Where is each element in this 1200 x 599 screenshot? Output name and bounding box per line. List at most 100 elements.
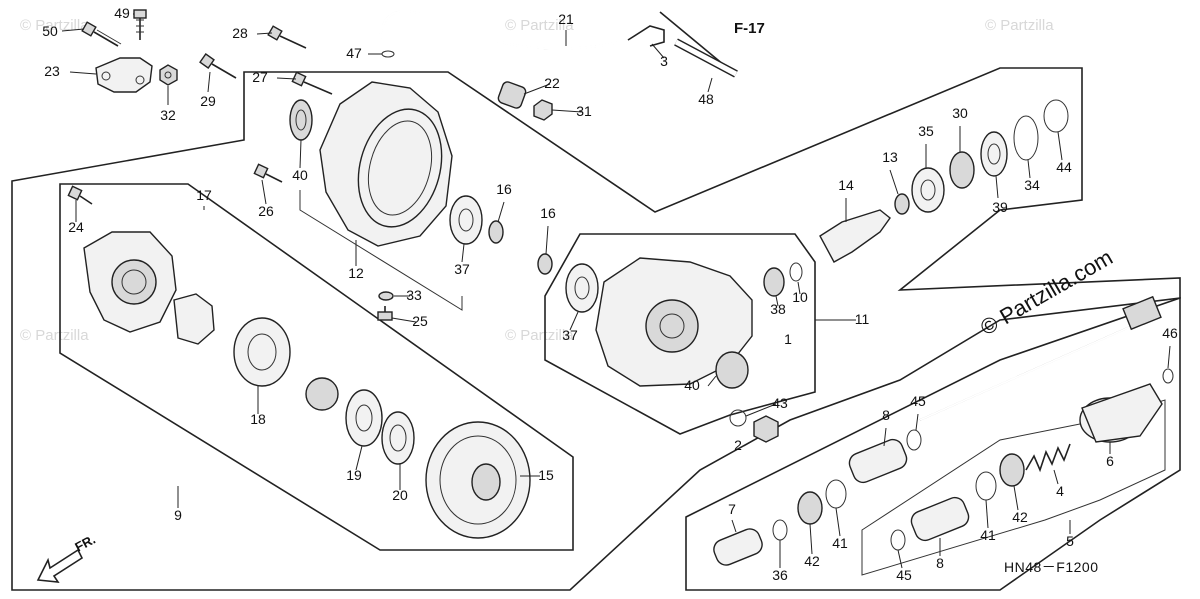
bolt-28-icon [267,25,307,49]
faint-watermarks: © Partzilla © Partzilla © Partzilla © Pa… [20,17,1054,344]
leader-c46 [1167,345,1171,369]
callout-c2: 2 [734,437,742,453]
leader-c42b [809,523,813,555]
leader-c40b [707,375,717,387]
callout-c12: 12 [348,265,364,281]
callout-c39: 39 [992,199,1008,215]
leader-c13 [889,169,899,195]
leader-c26 [261,179,267,205]
callout-c21: 21 [558,11,574,27]
front-arrow: FR. [36,532,98,583]
callout-c40b: 40 [684,377,700,393]
drive-shaft-group [713,295,1174,566]
outline-final-gear-case-assembly [11,67,1181,591]
washer-43-icon [729,409,747,427]
callout-c44: 44 [1056,159,1072,175]
callout-c37b: 37 [562,327,578,343]
callout-c45b: 45 [896,567,912,583]
snap-ring-44-icon [1043,99,1069,133]
bolt-25-icon [377,306,393,321]
spring-4-icon [1025,443,1071,473]
snap-ring-36-icon [772,519,788,541]
snap-ring-41b-icon [825,479,847,509]
callout-c13: 13 [882,149,898,165]
callout-c23: 23 [44,63,60,79]
callout-c22: 22 [544,75,560,91]
pinion-gear-14-icon [819,209,891,263]
callout-c7: 7 [728,501,736,517]
cam-follower-18-icon [233,317,291,387]
front-arrow-icon [36,548,84,583]
callout-c32: 32 [160,107,176,123]
leader-c38 [775,295,779,307]
callout-c3: 3 [660,53,668,69]
partzilla-watermark: © Partzilla.com [976,245,1117,341]
assembly-outlines [11,67,1181,591]
shim-13-icon [894,193,910,215]
leader-c23 [69,71,97,75]
leader-c25 [391,317,417,323]
callout-c11: 11 [855,311,870,327]
leader-c31 [551,109,583,113]
snap-ring-34-icon [1013,115,1039,161]
differential-group [83,231,531,539]
callout-c8b: 8 [936,555,944,571]
callout-c19: 19 [346,467,362,483]
joint-8a-icon [848,438,908,484]
bearing-35-icon [911,167,945,213]
oil-seal-40a-icon [289,99,313,141]
leader-c40a [299,139,302,169]
top-left-hardware [67,9,395,321]
callout-c14: 14 [838,177,854,193]
callout-c38: 38 [770,301,786,317]
callout-c25: 25 [412,313,428,329]
callout-c31: 31 [576,103,592,119]
bearing-37b-icon [565,263,599,313]
callout-c40a: 40 [292,167,308,183]
leader-c3 [651,43,665,59]
callout-c34: 34 [1024,177,1040,193]
bracket-23-icon [95,57,153,93]
bearing-38-icon [763,267,785,297]
oil-seal-42a-icon [999,453,1025,487]
bolt-50-icon [81,21,122,47]
shim-20-icon [381,411,415,465]
leader-c4 [1053,469,1059,485]
joint-7-icon [713,528,763,566]
callout-c30: 30 [952,105,968,121]
diagram-code: HN48－F1200 [1004,559,1099,575]
pinion-group [819,99,1069,263]
callout-c42b: 42 [804,553,820,569]
outline-case-subassembly [299,190,463,311]
callout-c26: 26 [258,203,274,219]
callout-c29: 29 [200,93,216,109]
watermark-faint-5: © Partzilla [505,327,574,344]
clip-47-icon [381,50,395,58]
leader-c41b [835,507,841,537]
callout-c35: 35 [918,123,934,139]
watermark-faint-3: © Partzilla [985,17,1054,34]
watermark-faint-2: © Partzilla [505,17,574,34]
watermark-faint-4: © Partzilla [20,327,89,344]
callout-c45a: 45 [910,393,926,409]
callout-c1: 1 [784,331,792,347]
leader-c16a [497,201,505,223]
bearing-37a-icon [449,195,483,245]
leader-c22 [523,83,551,95]
leader-c43 [745,403,777,417]
leader-c8a [883,427,887,447]
leader-c50 [61,28,85,32]
washer-33-icon [378,291,394,301]
callout-c9: 9 [174,507,182,523]
callout-c5: 5 [1066,533,1074,549]
nut-30-icon [949,151,975,189]
callout-c18: 18 [250,411,266,427]
snap-ring-45b-icon [890,529,906,551]
leader-c2 [743,437,759,447]
joint-3-icon [627,25,665,47]
callout-c16a: 16 [496,181,512,197]
gear-case-cover-group [565,257,803,443]
tube-48-icon [674,38,738,78]
nut-32-icon [159,64,178,86]
